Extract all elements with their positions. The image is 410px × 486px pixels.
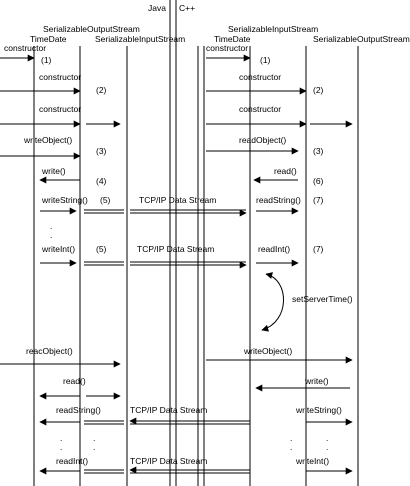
step-6-right: (6) (313, 176, 324, 186)
self-loop-setservertime (261, 272, 284, 332)
label-stream-3: TCP/IP Data Stream (130, 405, 207, 415)
label-writestring-left: writeString() (41, 195, 88, 205)
step-4-left: (4) (96, 176, 107, 186)
ellipsis-2h: . (326, 442, 328, 452)
label-stream-1: TCP/IP Data Stream (139, 195, 216, 205)
label-constructor-3-left: constructor (39, 104, 81, 114)
label-writeint-left: writeInt() (41, 244, 75, 254)
ellipsis-1b: . (50, 230, 52, 240)
left-timedate-header: TimeDate (30, 34, 67, 44)
label-stream-2: TCP/IP Data Stream (137, 244, 214, 254)
left-input-stream-header: SerializableInputStream (95, 34, 185, 44)
step-2-right: (2) (313, 85, 324, 95)
label-setservertime: setServerTime() (292, 294, 353, 304)
step-7-right-b: (7) (313, 244, 324, 254)
step-3-left: (3) (96, 146, 107, 156)
right-output-stream-header: SerializableOutputStream (313, 34, 410, 44)
ellipsis-2c: . (93, 433, 95, 443)
label-constructor-3-right: constructor (239, 104, 281, 114)
label-constructor-2-right: constructor (239, 72, 281, 82)
label-writestring-right: writeString() (295, 405, 342, 415)
label-stream-4: TCP/IP Data Stream (130, 456, 207, 466)
java-label: Java (148, 3, 166, 13)
label-read-right: read() (274, 166, 297, 176)
ellipsis-2e: . (290, 433, 292, 443)
left-output-stream-header: SerializableOutputStream (43, 24, 140, 34)
label-write-right: write() (304, 376, 329, 386)
step-1-left: (1) (41, 55, 52, 65)
label-readint-left: readInt() (56, 456, 88, 466)
step-5-left: (5) (100, 195, 111, 205)
label-readstring-left: readString() (56, 405, 101, 415)
label-write-left: write() (41, 166, 66, 176)
label-constructor-1-left: constructor (4, 43, 46, 53)
step-5-left-b: (5) (96, 244, 107, 254)
cpp-label: C++ (179, 3, 195, 13)
step-1-right: (1) (260, 55, 271, 65)
label-reacobject-left: reacObject() (26, 346, 73, 356)
step-7-right: (7) (313, 195, 324, 205)
ellipsis-2f: . (290, 442, 292, 452)
label-constructor-1-right: constructor (206, 43, 248, 53)
ellipsis-2d: . (93, 442, 95, 452)
label-writeint-right: writeInt() (295, 456, 329, 466)
step-2-left: (2) (96, 85, 107, 95)
step-3-right: (3) (313, 146, 324, 156)
right-timedate-header: TimeDate (214, 34, 251, 44)
ellipsis-2b: . (60, 442, 62, 452)
label-constructor-2-left: constructor (39, 72, 81, 82)
label-read-left: read() (63, 376, 86, 386)
right-input-stream-header: SerializableInputStream (228, 24, 318, 34)
ellipsis-2a: . (60, 433, 62, 443)
label-writeobject: writeObject() (23, 135, 72, 145)
label-writeobject-right: writeObject() (243, 346, 292, 356)
label-readstring-right: readString() (256, 195, 301, 205)
label-readint-right: readInt() (258, 244, 290, 254)
ellipsis-2g: . (326, 433, 328, 443)
ellipsis-1a: . (50, 221, 52, 231)
label-readobject-right: readObject() (239, 135, 286, 145)
